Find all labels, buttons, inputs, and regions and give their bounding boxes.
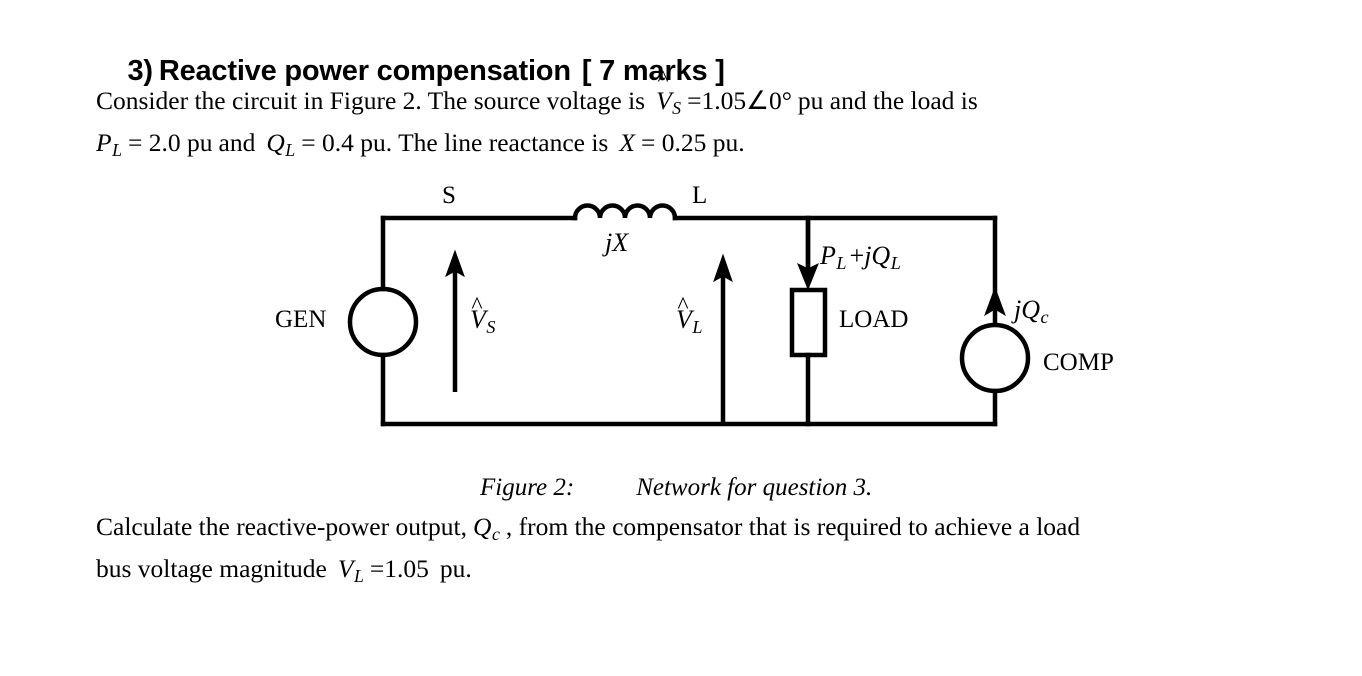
vl-subscript: L [353,565,364,586]
vs-symbol: ^V [656,65,672,115]
question-text-4: pu. [439,554,472,583]
pl-value: = 2.0 pu [128,128,213,157]
node-label-l: L [692,182,708,209]
vs-subscript: S [672,97,682,118]
question-text-3: bus voltage magnitude [96,554,327,583]
vs-angle: 0° [768,86,792,115]
load-label: LOAD [839,306,909,333]
figure-caption: Figure 2: Network for question 3. [455,446,872,530]
vl-arrow-icon [713,253,733,423]
hat-accent-icon: ^ [657,65,669,92]
compensator-source-icon [959,322,1031,394]
intro-paragraph: Consider the circuit in Figure 2. The so… [96,65,978,164]
generator-label: GEN [275,306,327,333]
reactance-x: X [612,228,629,257]
caption-text: Network for question 3. [636,474,873,501]
intro-text-1: Consider the circuit in Figure 2. The so… [96,86,646,115]
page-title: 3)Reactive power compensation [ 7 marks ] [96,22,725,121]
angle-icon: ∠ [746,86,769,115]
question-text-2: , from the compensator that is required … [505,512,1081,541]
vs-arrow-icon [445,249,465,392]
node-label-s: S [442,182,456,209]
circuit-figure: S L jX GEN ^VS ^VL PL+jQL LOAD jQc COMP [0,175,1362,440]
ql-symbol: Q [266,128,285,157]
marks-badge: [ 7 marks ] [581,55,725,87]
hat-accent-icon: ^ [471,292,483,319]
ql-value: = 0.4 pu. [301,128,393,157]
reactance-j: j [605,228,613,257]
question-paragraph: Calculate the reactive-power output,Qc, … [96,506,1080,590]
reactance-label: jX [605,230,628,256]
question-line-2: bus voltage magnitude VL=1.05 pu. [96,548,1080,590]
intro-text-2: pu and the load is [797,86,978,115]
comp-label: COMP [1043,349,1114,376]
ql-subscript: L [285,139,296,160]
vs-arrow-label: ^VS [470,292,496,338]
vl-symbol: V [337,554,354,583]
x-symbol: X [619,128,635,157]
intro-line-1: Consider the circuit in Figure 2. The so… [96,65,978,122]
load-power-arrow-icon [797,221,819,291]
intro-text-3: The line reactance is [398,128,609,157]
qc-subscript: c [491,523,500,544]
intro-and: and [218,128,256,157]
question-line-1: Calculate the reactive-power output,Qc, … [96,506,1080,548]
inductor-coil-icon [572,203,678,221]
question-text-1: Calculate the reactive-power output, [96,512,468,541]
vs-magnitude: =1.05 [687,86,747,115]
caption-label: Figure 2: [480,474,575,501]
load-box-icon [789,287,828,358]
load-power-label: PL+jQL [820,241,901,274]
comp-power-label: jQc [1014,295,1049,328]
circuit-diagram [347,203,1031,427]
generator-source-icon [347,286,419,358]
pl-symbol: P [96,128,112,157]
pl-subscript: L [112,139,123,160]
question-title: Reactive power compensation [158,55,571,87]
vl-arrow-label: ^VL [676,292,703,338]
question-number: 3) [127,55,153,87]
comp-power-arrow-icon [984,286,1006,323]
x-value: = 0.25 pu. [640,128,745,157]
vl-value: =1.05 [369,554,429,583]
vl-arrow-sub: L [692,317,703,338]
qc-symbol: Q [473,512,492,541]
vs-arrow-sub: S [486,317,496,338]
hat-accent-icon: ^ [677,292,689,319]
